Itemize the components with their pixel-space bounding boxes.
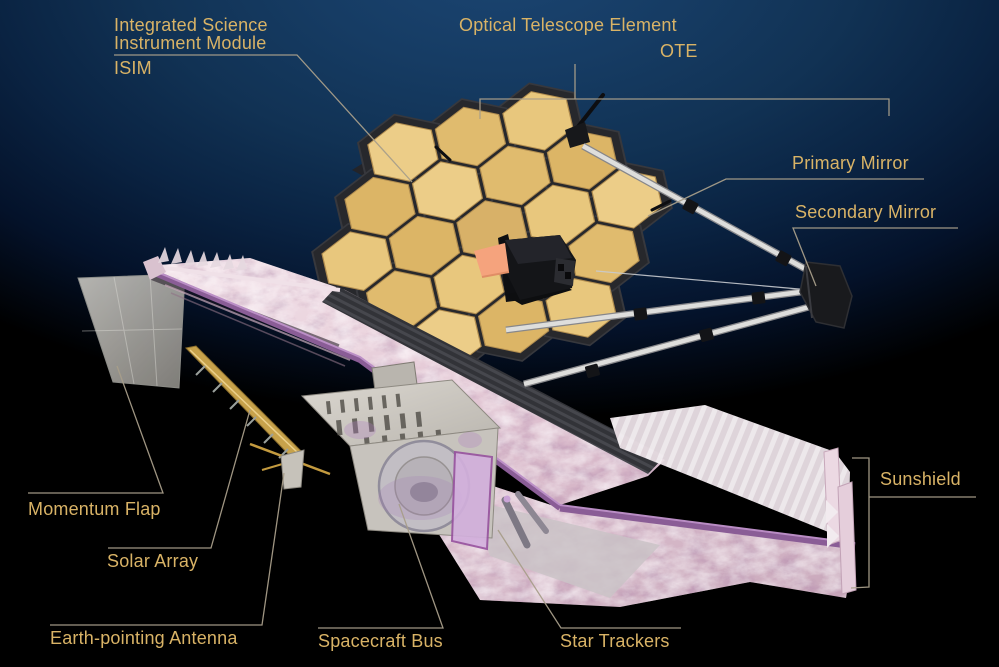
mirror-segment [411,161,484,221]
strut-joints [584,198,792,379]
star-trackers [501,491,549,549]
label-spacecraft-bus: Spacecraft Bus [318,631,443,651]
mirror-segment [523,184,596,245]
label-ote: Optical Telescope Element [459,15,677,35]
label-secondary-mirror: Secondary Mirror [795,202,937,222]
antenna-dish [280,449,305,490]
antenna-spike-icon [434,93,672,212]
label-isim-line2: Instrument Module [114,33,267,53]
solar-array [185,345,303,459]
mirror-segment [344,176,416,237]
earth-pointing-antenna [249,442,331,490]
pointer-line-earth-antenna [50,472,285,626]
mirror-segment [568,223,640,284]
secondary-mirror-assembly [799,261,853,329]
label-sunshield: Sunshield [880,469,961,489]
pointer-line-secondary-mirror [792,227,958,287]
pointer-bracket-ote [479,64,890,119]
mirror-segment [434,106,507,167]
pointer-bracket-sunshield [850,457,976,589]
mirror-segment [367,122,439,182]
pointer-line-spacecraft-bus [318,503,444,629]
salmon-reflection-patch [474,243,510,278]
pointer-line-star-trackers [497,529,681,629]
label-solar-array: Solar Array [107,551,199,571]
mirror-segment [546,130,619,190]
pointer-line-solar-array [108,409,251,549]
label-primary-mirror: Primary Mirror [792,153,909,173]
mirror-segment [591,169,663,229]
mirror-segment [479,145,551,206]
pointer-line-momentum-flap [28,365,164,494]
mirror-segment [388,215,461,276]
label-ote-abbr: OTE [660,41,698,61]
label-earth-antenna: Earth-pointing Antenna [50,628,238,648]
label-star-trackers: Star Trackers [560,631,670,651]
mirror-segment [477,293,550,354]
aft-optics-box [498,234,576,305]
label-isim-abbr: ISIM [114,58,152,78]
mirror-segment [321,231,393,291]
pointer-line-isim [114,54,413,183]
label-momentum-flap: Momentum Flap [28,499,161,519]
bus-radiator-panel [450,450,494,551]
primary-mirror [311,82,673,378]
sunshield-folded-band [322,286,665,474]
sunshield-layer-spikes [158,247,247,271]
pointer-line-primary-mirror [647,178,924,217]
sunshield-right-tip [823,447,857,595]
spacecraft-bus [300,361,502,551]
label-isim-line1: Integrated Science [114,15,268,35]
secondary-mirror-struts [505,142,821,388]
